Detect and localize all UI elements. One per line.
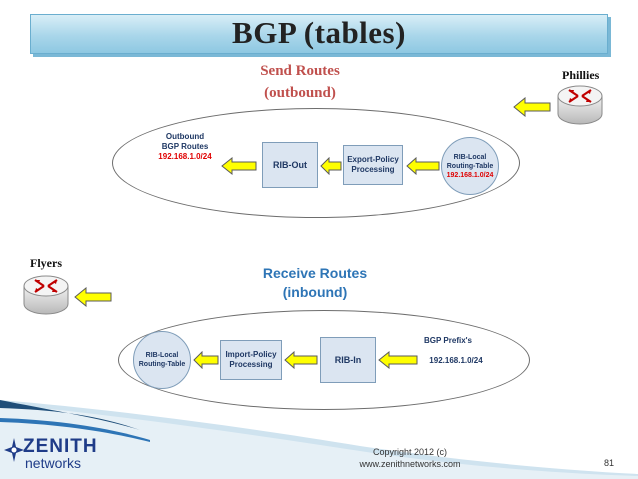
- export-line1: Export-Policy: [347, 155, 399, 164]
- outbound-ip: 192.168.1.0/24: [158, 152, 212, 161]
- title-bar: BGP (tables): [30, 14, 608, 54]
- arrow-left-icon: [378, 351, 418, 369]
- send-ellipse: [112, 108, 520, 218]
- rib-local-receive-circle: RIB-Local Routing-Table: [133, 331, 191, 389]
- arrow-left-icon: [221, 157, 257, 175]
- rib-out-box: RIB-Out: [262, 142, 318, 188]
- router-icon: [23, 275, 69, 315]
- export-policy-box: Export-Policy Processing: [343, 145, 403, 185]
- logo-main-text: ZENITH: [23, 436, 98, 457]
- bgp-prefix-label: BGP Prefix's: [424, 336, 472, 345]
- rib-local-send-ip: 192.168.1.0/24: [446, 171, 494, 179]
- slide-title: BGP (tables): [232, 15, 406, 50]
- rib-local-receive-line1: RIB-Local: [145, 352, 179, 359]
- zenith-logo-icon: [4, 438, 24, 462]
- logo-sub-text: networks: [25, 455, 82, 471]
- arrow-left-icon: [74, 287, 112, 307]
- receive-routes-title-line2: (inbound): [282, 284, 348, 300]
- send-routes-title: Send Routes (outbound): [220, 60, 380, 104]
- arrow-left-icon: [320, 157, 342, 175]
- arrow-left-icon: [193, 351, 219, 369]
- router-icon: [557, 85, 603, 125]
- arrow-left-icon: [406, 157, 440, 175]
- copyright-text: Copyright 2012 (c) www.zenithnetworks.co…: [345, 446, 475, 470]
- bgp-prefix-ip: 192.168.1.0/24: [429, 356, 483, 365]
- rib-local-send-line2: Routing-Table: [446, 162, 494, 170]
- receive-routes-title-line1: Receive Routes: [262, 265, 368, 281]
- rib-in-box: RIB-In: [320, 337, 376, 383]
- outbound-label-line2: BGP Routes: [161, 142, 209, 151]
- send-routes-title-line2: (outbound): [264, 85, 336, 101]
- rib-local-receive-line2: Routing-Table: [138, 361, 186, 368]
- arrow-left-icon: [284, 351, 318, 369]
- export-line2: Processing: [351, 165, 395, 174]
- send-routes-title-line1: Send Routes: [260, 63, 340, 79]
- receive-ellipse: [118, 310, 530, 410]
- rib-local-send-circle: RIB-Local Routing-Table 192.168.1.0/24: [441, 137, 499, 195]
- import-policy-box: Import-Policy Processing: [220, 340, 282, 380]
- arrow-left-icon: [513, 97, 551, 117]
- footer-wave: [0, 400, 638, 479]
- flyers-label: Flyers: [30, 256, 62, 270]
- receive-routes-title: Receive Routes (inbound): [230, 264, 400, 302]
- rib-local-send-line1: RIB-Local: [453, 153, 487, 161]
- outbound-label-line1: Outbound: [165, 132, 205, 141]
- phillies-label: Phillies: [562, 68, 600, 82]
- outbound-bgp-routes-label: Outbound BGP Routes 192.168.1.0/24: [146, 132, 224, 162]
- import-line2: Processing: [229, 360, 273, 369]
- copyright-line1: Copyright 2012 (c): [372, 447, 448, 457]
- copyright-line2: www.zenithnetworks.com: [359, 459, 461, 469]
- page-number: 81: [604, 458, 615, 468]
- import-line1: Import-Policy: [225, 350, 277, 359]
